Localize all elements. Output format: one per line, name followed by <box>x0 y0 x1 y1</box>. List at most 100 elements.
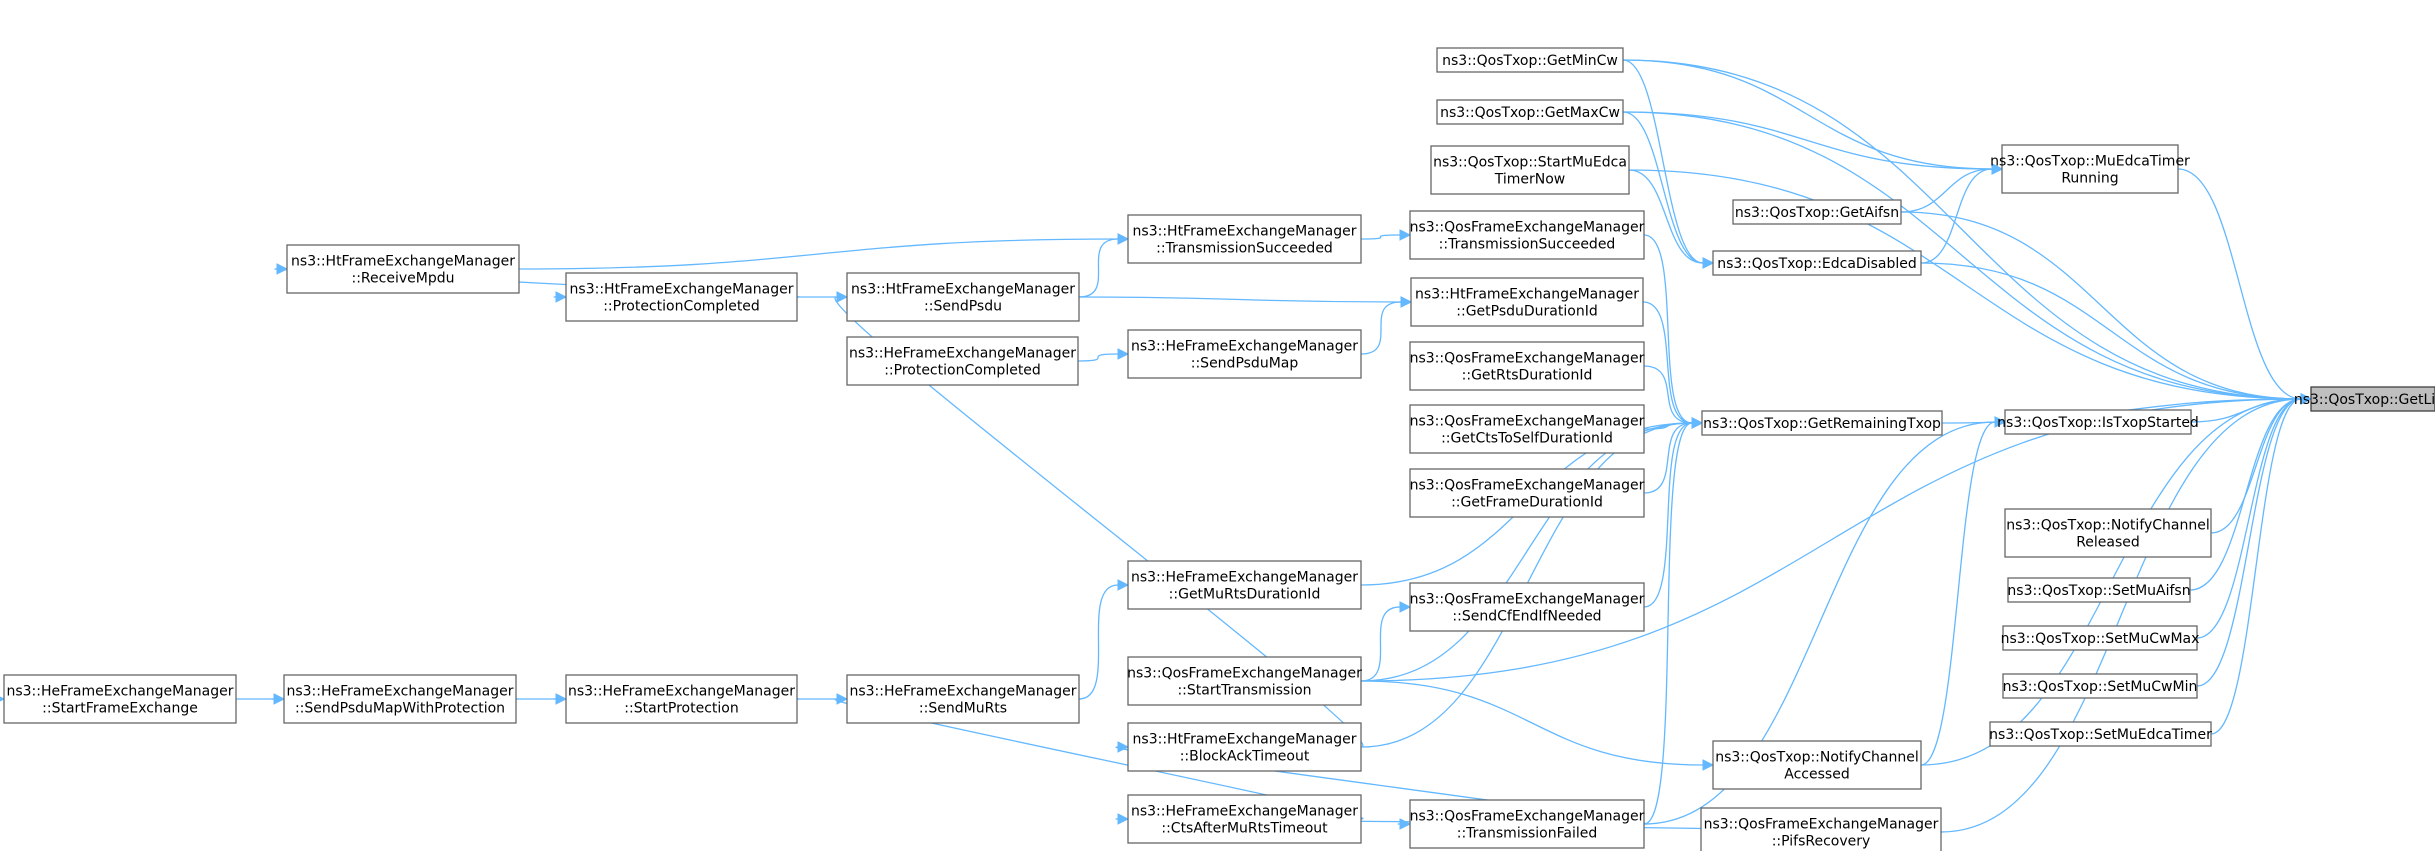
node-box <box>1409 468 1645 518</box>
graph-node-setmuedcatimer[interactable]: ns3::QosTxop::SetMuEdcaTimer <box>1989 721 2212 747</box>
node-label: ::StartTransmission <box>1177 683 1311 699</box>
edge-line <box>1642 301 1693 424</box>
edge-line <box>1078 238 1119 298</box>
graph-node-ht_txsucc[interactable]: ns3::HtFrameExchangeManager::Transmissio… <box>1127 214 1362 264</box>
node-label: ns3::QosTxop::NotifyChannel <box>1715 750 1919 766</box>
graph-node-setmuaifsn[interactable]: ns3::QosTxop::SetMuAifsn <box>2007 577 2191 603</box>
node-box <box>2002 625 2198 651</box>
edge-line <box>1920 421 1996 766</box>
graph-node-ht_protcomp[interactable]: ns3::HtFrameExchangeManager::ProtectionC… <box>565 272 798 322</box>
edge-arrowhead <box>1702 257 1715 269</box>
call-edge <box>1360 229 1412 241</box>
graph-node-qos_txfailed[interactable]: ns3::QosFrameExchangeManager::Transmissi… <box>1409 799 1645 849</box>
call-edge <box>1940 393 2313 833</box>
node-label: ::ReceiveMpdu <box>352 271 455 287</box>
edge-line <box>1920 262 2302 400</box>
node-label: ::SendMuRts <box>919 701 1007 717</box>
edge-arrowhead <box>555 291 568 303</box>
node-label: ns3::HtFrameExchangeManager <box>291 254 515 270</box>
graph-node-he_sendpsdumap[interactable]: ns3::HeFrameExchangeManager::SendPsduMap <box>1127 329 1362 379</box>
node-label: ns3::QosFrameExchangeManager <box>1410 809 1645 825</box>
node-box <box>1989 721 2212 747</box>
edge-line <box>1643 422 1693 494</box>
node-label: ns3::QosTxop::GetMaxCw <box>1440 105 1620 121</box>
edge-line <box>1622 111 1704 264</box>
node-box <box>1409 582 1645 632</box>
call-edge <box>1628 169 2313 405</box>
call-edge <box>1360 296 1413 355</box>
edge-line <box>1622 59 1993 170</box>
graph-node-qos_pifs[interactable]: ns3::QosFrameExchangeManager::PifsRecove… <box>1700 807 1942 851</box>
node-label: ::GetMuRtsDurationId <box>1169 587 1321 603</box>
node-box <box>846 674 1080 724</box>
graph-node-he_startfe[interactable]: ns3::HeFrameExchangeManager::StartFrameE… <box>3 674 237 724</box>
graph-node-edcadisabled[interactable]: ns3::QosTxop::EdcaDisabled <box>1712 250 1922 276</box>
call-edge <box>834 291 1364 748</box>
edge-arrowhead <box>836 693 849 705</box>
graph-node-qos_getcts[interactable]: ns3::QosFrameExchangeManager::GetCtsToSe… <box>1409 404 1645 454</box>
edge-line <box>1360 301 1402 355</box>
edge-line <box>2210 398 2302 735</box>
call-edge <box>1078 296 1413 308</box>
edge-line <box>1360 234 1401 240</box>
node-box <box>1409 210 1645 260</box>
graph-node-he_ctsafter[interactable]: ns3::HeFrameExchangeManager::CtsAfterMuR… <box>1127 794 1362 844</box>
node-label: ns3::HeFrameExchangeManager <box>1131 570 1358 586</box>
edge-line <box>1900 211 2302 400</box>
node-label: ::TransmissionSucceeded <box>1156 241 1333 257</box>
graph-node-qos_starttx[interactable]: ns3::QosFrameExchangeManager::StartTrans… <box>1127 656 1362 706</box>
call-edge <box>2177 168 2313 405</box>
call-edge <box>1900 163 2004 213</box>
graph-node-he_sendmurts[interactable]: ns3::HeFrameExchangeManager::SendMuRts <box>846 674 1080 724</box>
node-label: ::PifsRecovery <box>1772 834 1871 850</box>
graph-node-he_sendpsdumapprot[interactable]: ns3::HeFrameExchangeManager::SendPsduMap… <box>283 674 517 724</box>
graph-node-getaifsn[interactable]: ns3::QosTxop::GetAifsn <box>1732 199 1902 225</box>
call-edge <box>1360 417 1704 682</box>
graph-node-qos_sendcfend[interactable]: ns3::QosFrameExchangeManager::SendCfEndI… <box>1409 582 1645 632</box>
graph-node-he_startprot[interactable]: ns3::HeFrameExchangeManager::StartProtec… <box>565 674 798 724</box>
graph-node-getmincw[interactable]: ns3::QosTxop::GetMinCw <box>1436 47 1624 73</box>
node-box <box>2004 409 2192 435</box>
node-box <box>1701 410 1943 436</box>
edge-arrowhead <box>276 263 289 275</box>
edge-line <box>1622 59 2302 400</box>
edge-line <box>1622 59 1704 264</box>
graph-node-istxopstarted[interactable]: ns3::QosTxop::IsTxopStarted <box>1997 409 2199 435</box>
node-box <box>2002 673 2198 699</box>
graph-node-ht_sendpsdu[interactable]: ns3::HtFrameExchangeManager::SendPsdu <box>846 272 1080 322</box>
edge-arrowhead <box>836 291 849 303</box>
graph-node-he_protcomp[interactable]: ns3::HeFrameExchangeManager::ProtectionC… <box>846 336 1079 386</box>
node-label: ns3::QosTxop::SetMuCwMax <box>2001 631 2200 647</box>
graph-node-getremaining[interactable]: ns3::QosTxop::GetRemainingTxop <box>1701 410 1943 436</box>
graph-node-qos_getframe[interactable]: ns3::QosFrameExchangeManager::GetFrameDu… <box>1409 468 1645 518</box>
graph-node-qos_getrts[interactable]: ns3::QosFrameExchangeManager::GetRtsDura… <box>1409 341 1645 391</box>
graph-node-ht_blockack[interactable]: ns3::HtFrameExchangeManager::BlockAckTim… <box>1127 722 1362 772</box>
graph-node-he_getmurts[interactable]: ns3::HeFrameExchangeManager::GetMuRtsDur… <box>1127 560 1362 610</box>
edge-line <box>1643 234 1693 424</box>
node-label: ns3::QosTxop::MuEdcaTimer <box>1990 154 2190 170</box>
edge-arrowhead <box>0 696 6 702</box>
edge-line <box>1360 680 1704 766</box>
graph-node-ht_getpsdudur[interactable]: ns3::HtFrameExchangeManager::GetPsduDura… <box>1410 277 1644 327</box>
node-label: ns3::QosFrameExchangeManager <box>1410 351 1645 367</box>
call-edge <box>1360 601 1412 682</box>
graph-node-getmaxcw[interactable]: ns3::QosTxop::GetMaxCw <box>1436 99 1624 125</box>
edge-arrowhead <box>1399 229 1412 241</box>
graph-node-setmucwmax[interactable]: ns3::QosTxop::SetMuCwMax <box>2001 625 2200 651</box>
edge-arrowhead <box>1702 759 1715 771</box>
edge-line <box>1360 606 1401 682</box>
node-label: ns3::QosFrameExchangeManager <box>1410 220 1645 236</box>
edge-line <box>1643 365 1693 424</box>
edge-line <box>2196 398 2302 639</box>
graph-node-qos_txsucc[interactable]: ns3::QosFrameExchangeManager::Transmissi… <box>1409 210 1645 260</box>
graph-node-ht_recvmpdu[interactable]: ns3::HtFrameExchangeManager::ReceiveMpdu <box>286 244 520 294</box>
call-edge <box>2210 393 2313 534</box>
call-edge <box>1643 234 1704 429</box>
graph-node-setmucwmin[interactable]: ns3::QosTxop::SetMuCwMin <box>2002 673 2198 699</box>
graph-node-getlink[interactable]: ns3::QosTxop::GetLink <box>2294 386 2435 412</box>
